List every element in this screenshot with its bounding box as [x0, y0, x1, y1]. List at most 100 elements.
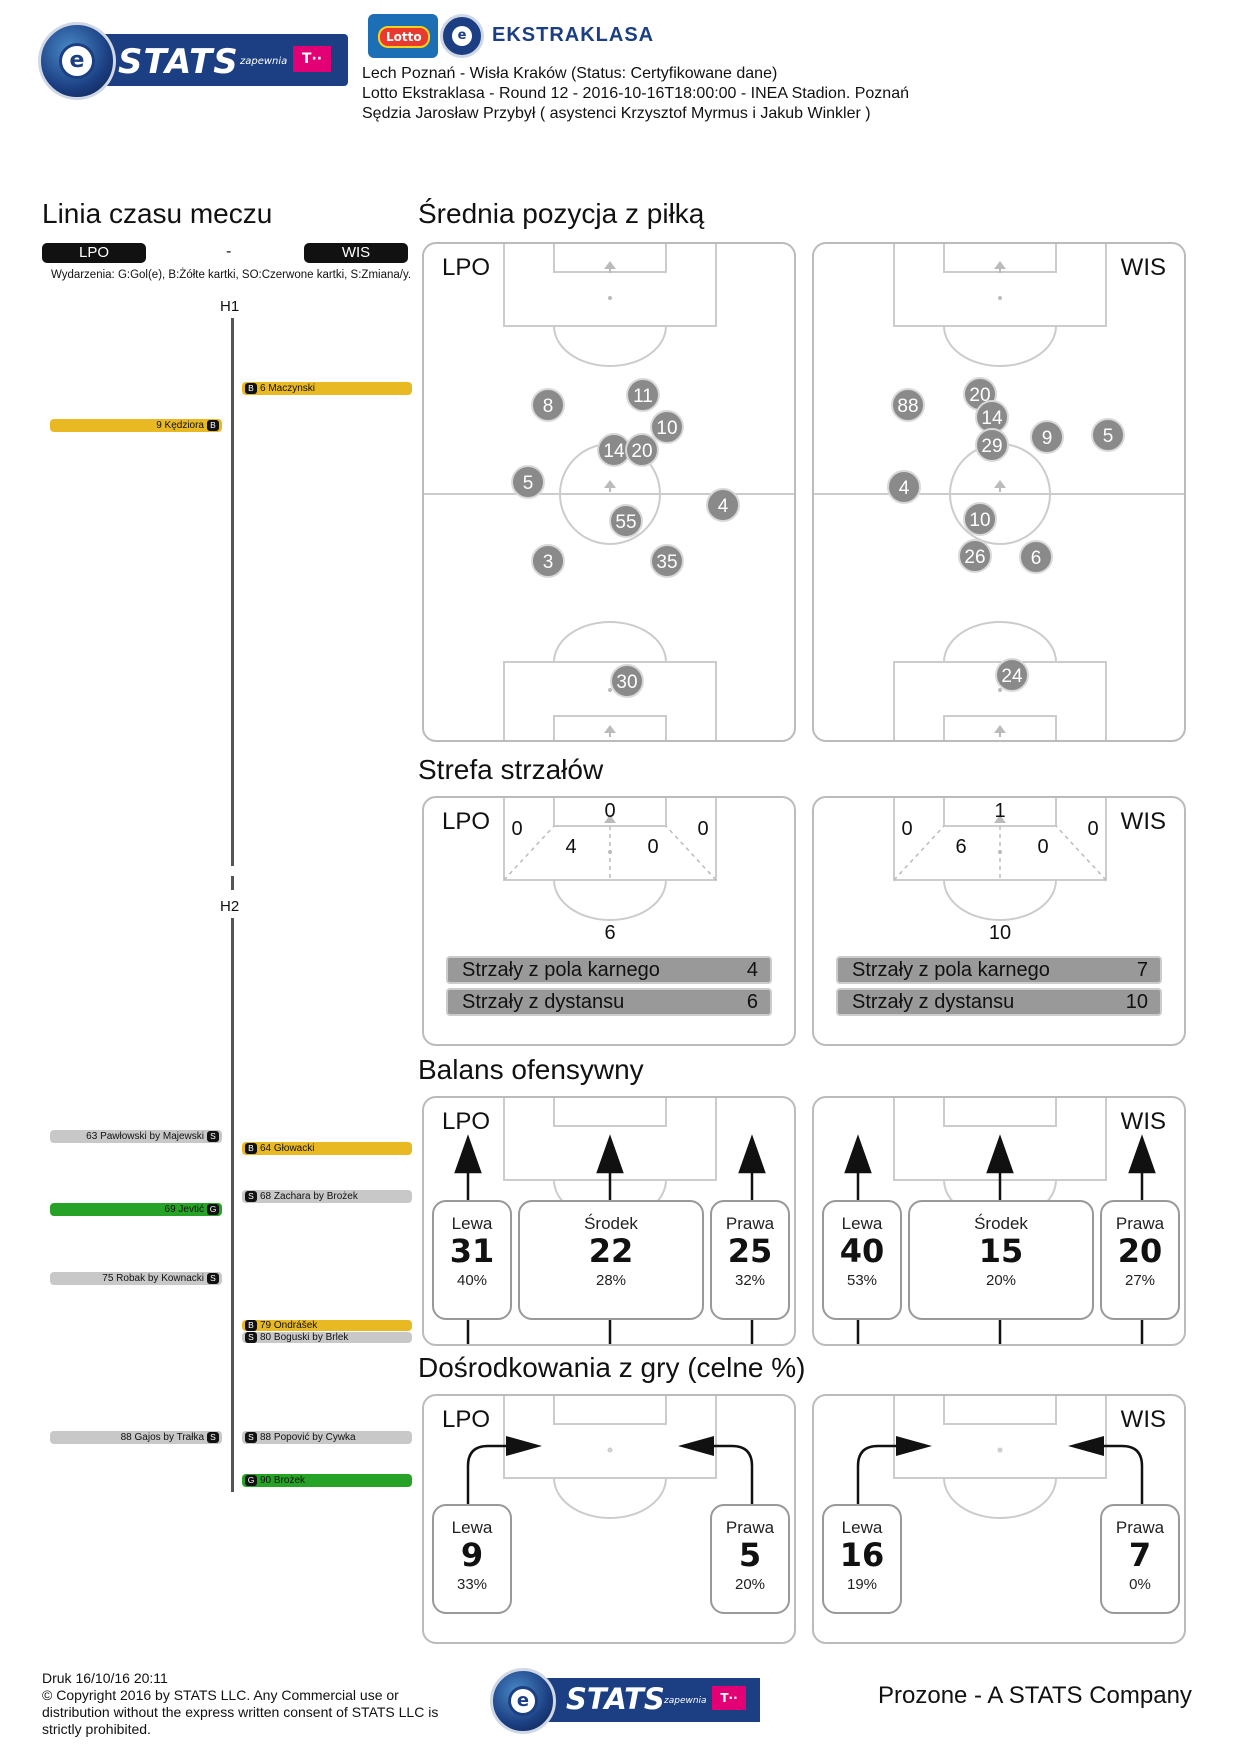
crosses-away-team: WIS	[1120, 1406, 1166, 1433]
player-number: 6	[1031, 548, 1042, 569]
player-marker: 26	[958, 539, 992, 573]
event-text: 68 Zachara by Brożek	[260, 1191, 358, 1202]
zone-label: Lewa	[841, 1214, 883, 1233]
match-header: Lech Poznań - Wisła Kraków (Status: Cert…	[362, 64, 909, 124]
event-code-badge: S	[245, 1432, 257, 1443]
shot-home-box-label: Strzały z pola karnego	[462, 959, 660, 981]
player-marker: 24	[995, 658, 1029, 692]
player-marker: 35	[650, 544, 684, 578]
event-code-badge: G	[245, 1475, 257, 1486]
event-text: 88 Popović by Cywka	[260, 1432, 356, 1443]
shot-home-box-bar: Strzały z pola karnego 4	[446, 956, 772, 984]
zone-percent: 27%	[1124, 1272, 1156, 1289]
player-marker: 20	[625, 433, 659, 467]
timeline-away-team: WIS	[304, 243, 408, 263]
player-marker: 4	[706, 488, 740, 522]
event-text: 80 Boguski by Brlek	[260, 1332, 349, 1343]
balance-home-left: Lewa 31 40%	[432, 1200, 512, 1320]
event-code-badge: G	[207, 1204, 219, 1215]
halftime-tick	[231, 876, 234, 890]
event-text: 64 Głowacki	[260, 1143, 315, 1154]
shot-home-inner-left: 4	[565, 836, 577, 858]
stats-logo-text: STATS	[118, 42, 239, 82]
zone-percent: 19%	[846, 1576, 878, 1593]
event-code-badge: B	[207, 420, 219, 431]
ekstraklasa-ball-icon: e	[38, 22, 116, 100]
home-shot-zone-lines	[503, 798, 717, 921]
crosses-title: Dośrodkowania z gry (celne %)	[418, 1352, 806, 1383]
event-code-badge: S	[245, 1191, 257, 1202]
shot-home-box-value: 4	[746, 959, 758, 981]
shot-home-team: LPO	[442, 808, 491, 835]
footer-stats-sub: zapewnia	[664, 1696, 707, 1706]
match-competition: Lotto Ekstraklasa - Round 12 - 2016-10-1…	[362, 85, 909, 102]
player-number: 24	[1001, 666, 1023, 687]
timeline-separator: -	[226, 242, 232, 260]
zone-label: Prawa	[725, 1518, 775, 1537]
balance-away-left: Lewa 40 53%	[822, 1200, 902, 1320]
player-number: 14	[603, 441, 625, 462]
attack-balance-away-pitch: WIS Lewa 40 53% Środek 15 20% Prawa 20 2…	[812, 1096, 1186, 1346]
zone-label: Lewa	[451, 1214, 493, 1233]
balance-home-right: Prawa 25 32%	[710, 1200, 790, 1320]
player-marker: 6	[1019, 540, 1053, 574]
player-marker: 14	[597, 433, 631, 467]
shot-home-top: 0	[604, 800, 616, 822]
event-text: 88 Gajos by Trałka	[120, 1432, 204, 1443]
player-marker: 9	[1030, 420, 1064, 454]
event-text: 9 Kędziora	[156, 420, 204, 431]
shot-zone-home-pitch: LPO 0 0 0 4 0 6 Strzały z pola karnego 4…	[422, 796, 796, 1046]
zone-value: 5	[738, 1536, 762, 1574]
attack-balance-home-pitch: LPO Lewa 31 40% Środek 22 28% Prawa 25 3…	[422, 1096, 796, 1346]
player-number: 5	[523, 473, 534, 494]
shot-away-box-bar: Strzały z pola karnego 7	[836, 956, 1162, 984]
zone-label: Lewa	[841, 1518, 883, 1537]
player-marker: 5	[1091, 418, 1125, 452]
event-text: 69 Jevtić	[164, 1204, 204, 1215]
shot-away-left: 0	[901, 818, 913, 840]
player-marker: 30	[610, 664, 644, 698]
shot-home-distance-bar: Strzały z dystansu 6	[446, 988, 772, 1016]
shot-home-distance-value: 6	[746, 991, 758, 1013]
shot-zone-away-pitch: WIS 1 0 0 6 0 10 Strzały z pola karnego …	[812, 796, 1186, 1046]
crosses-home-right: Prawa 5 20%	[710, 1504, 790, 1614]
tmobile-logo: T··	[293, 46, 331, 72]
event-text: 90 Brożek	[260, 1475, 306, 1486]
player-marker: 11	[626, 378, 660, 412]
zone-percent: 32%	[734, 1272, 766, 1289]
shot-away-box-value: 7	[1136, 959, 1148, 981]
zone-percent: 28%	[595, 1272, 627, 1289]
lotto-logo: Lotto	[368, 14, 438, 58]
match-referee: Sędzia Jarosław Przybył ( asystenci Krzy…	[362, 105, 871, 122]
zone-percent: 0%	[1129, 1576, 1151, 1593]
zone-value: 9	[460, 1536, 484, 1574]
zone-value: 20	[1117, 1232, 1163, 1270]
zone-label: Środek	[974, 1214, 1028, 1233]
print-date: Druk 16/10/16 20:11	[42, 1670, 168, 1686]
home-cross-arrows	[466, 1396, 754, 1519]
shot-away-team: WIS	[1120, 808, 1166, 835]
event-text: 6 Maczynski	[260, 383, 316, 394]
shot-away-inner-left: 6	[955, 836, 967, 858]
player-marker: 5	[511, 465, 545, 499]
player-number: 11	[633, 386, 653, 407]
player-marker: 4	[887, 470, 921, 504]
ekstraklasa-logo-text: EKSTRAKLASA	[492, 24, 655, 46]
shot-home-right: 0	[697, 818, 709, 840]
shot-away-inner-right: 0	[1037, 836, 1049, 858]
balance-away-right: Prawa 20 27%	[1100, 1200, 1180, 1320]
event-code-badge: B	[245, 1320, 257, 1331]
crosses-away-left: Lewa 16 19%	[822, 1504, 902, 1614]
away-cross-arrows	[856, 1396, 1144, 1519]
event-code-badge: S	[207, 1131, 219, 1142]
player-marker: 10	[650, 410, 684, 444]
zone-value: 40	[839, 1232, 885, 1270]
player-number: 10	[656, 418, 677, 439]
balance-home-center: Środek 22 28%	[518, 1200, 704, 1320]
event-text: 79 Ondrášek	[260, 1320, 318, 1331]
shot-away-distance-bar: Strzały z dystansu 10	[836, 988, 1162, 1016]
